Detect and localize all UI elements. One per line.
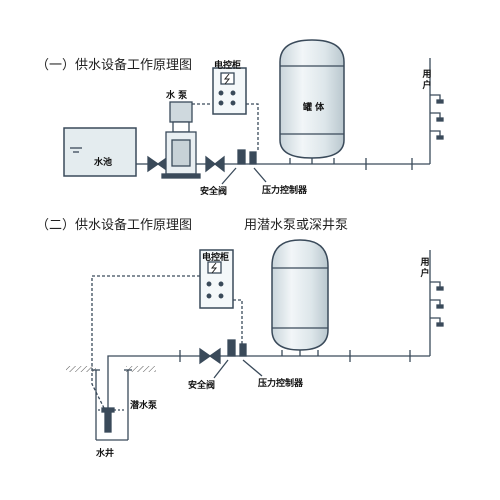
control-wire <box>246 103 259 150</box>
diagram-1-title: （一）供水设备工作原理图 <box>36 58 193 73</box>
leader-line <box>253 167 267 183</box>
pump-label: 水 泵 <box>166 91 188 101</box>
pipe-flange-icon <box>349 350 411 362</box>
leader-line <box>213 359 229 379</box>
leader-line <box>221 167 237 185</box>
safety-valve-label: 安全阀 <box>200 187 228 197</box>
pressure-tank <box>279 39 345 164</box>
gate-valve-icon <box>147 155 169 173</box>
submersible-pump-label: 潜水泵 <box>130 401 158 411</box>
faucet-icon <box>430 281 444 327</box>
diagram-2-subtitle: 用潜水泵或深井泵 <box>244 218 349 233</box>
diagram-2 <box>66 239 444 441</box>
well-label: 水井 <box>96 449 115 459</box>
diagram-2-title: （二）供水设备工作原理图 <box>36 218 193 233</box>
user-label: 用户 <box>422 70 432 91</box>
pressure-controller-label: 压力控制器 <box>258 379 304 389</box>
submersible-pump <box>101 407 115 433</box>
water-pump <box>161 101 201 179</box>
user-label: 用户 <box>420 258 430 279</box>
control-wire <box>233 299 243 344</box>
safety-valve-icon <box>237 149 246 165</box>
water-pool <box>63 127 137 177</box>
safety-valve-icon <box>227 339 236 357</box>
pressure-controller-icon <box>239 343 247 357</box>
pressure-tank <box>271 239 329 356</box>
pipe-flange-icon <box>365 158 413 170</box>
leader-line <box>242 359 263 377</box>
diagram-1 <box>63 39 444 185</box>
control-cabinet <box>199 249 234 309</box>
safety-valve-label: 安全阀 <box>188 381 216 391</box>
pressure-controller-icon <box>249 151 257 165</box>
cabinet-label: 电控柜 <box>214 61 242 71</box>
gate-valve-icon <box>205 155 225 173</box>
control-cabinet <box>212 67 247 115</box>
faucet-icon <box>430 94 444 140</box>
gate-valve-icon <box>199 347 221 365</box>
pressure-controller-label: 压力控制器 <box>262 186 308 196</box>
cabinet-label: 电控柜 <box>202 253 230 263</box>
pipe-segment <box>107 355 200 408</box>
pool-label: 水池 <box>94 158 113 168</box>
control-wire <box>91 275 200 409</box>
tank-label: 罐 体 <box>303 103 325 113</box>
